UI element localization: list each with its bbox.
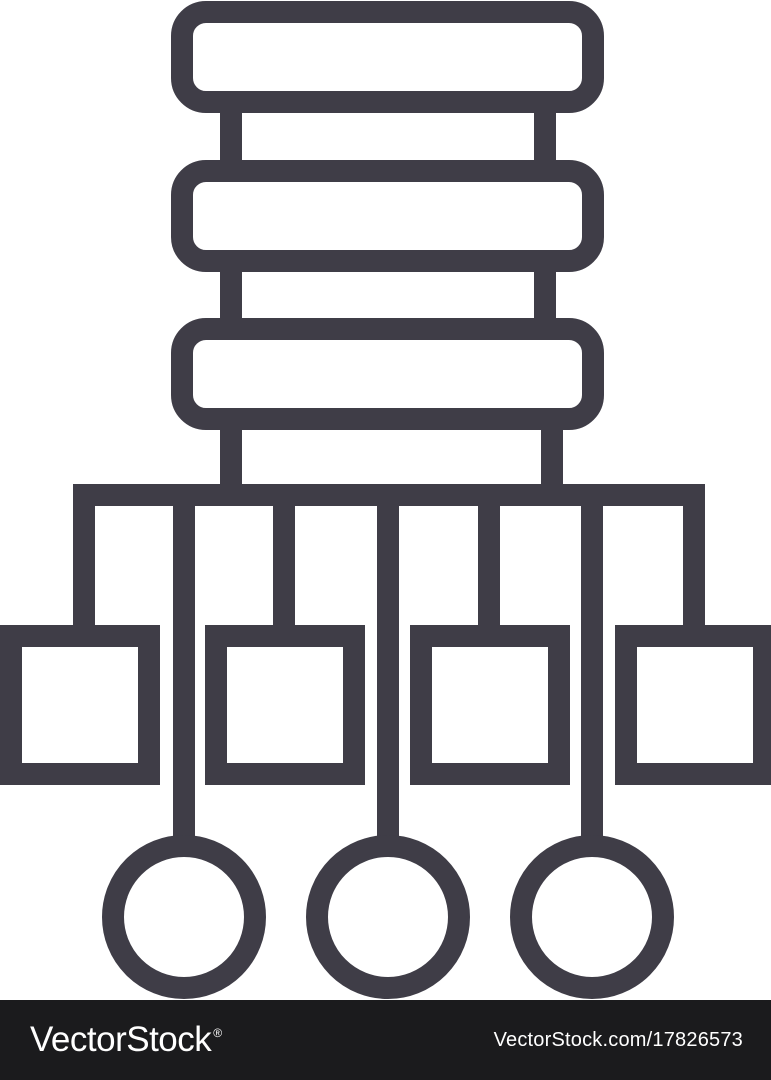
vectorstock-logo: VectorStock ® <box>30 1020 222 1060</box>
image-id-label: VectorStock.com/17826573 <box>493 1028 743 1051</box>
server-network-icon <box>0 1 771 999</box>
watermark-footer: VectorStock ® VectorStock.com/17826573 <box>0 1000 771 1080</box>
node-square <box>615 625 771 785</box>
brand-name: VectorStock <box>30 1020 212 1059</box>
server-unit-bottom <box>171 318 604 430</box>
registered-mark: ® <box>213 1026 222 1040</box>
node-square <box>0 625 160 785</box>
node-circle <box>102 835 266 999</box>
server-unit-middle <box>171 160 604 272</box>
node-circle <box>306 835 470 999</box>
node-square <box>205 625 365 785</box>
server-unit-top <box>171 1 604 113</box>
node-circle <box>510 835 674 999</box>
node-square <box>410 625 570 785</box>
